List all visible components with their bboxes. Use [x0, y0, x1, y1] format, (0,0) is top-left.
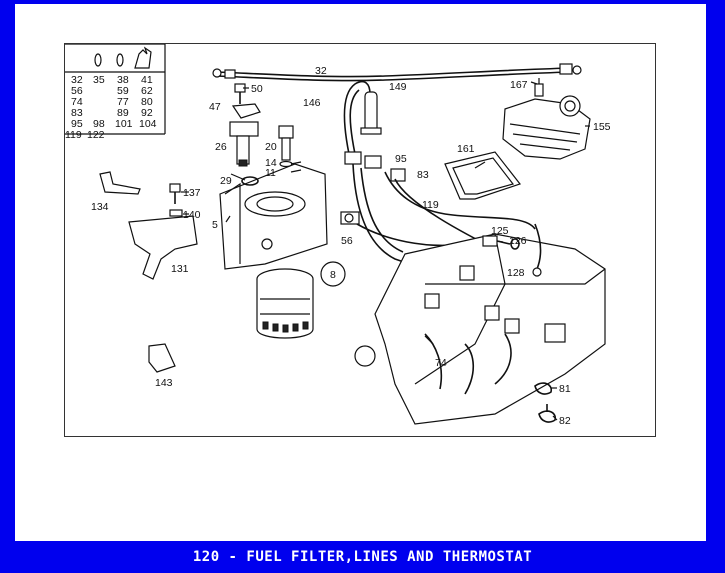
bracket-131: [128, 215, 198, 280]
legend-table: 32 35 38 41 56 59 62 74 77 80 83 89 92 9…: [65, 43, 166, 141]
washer-126: [510, 238, 520, 250]
bolt-137: [169, 183, 181, 193]
callout-label: 131: [171, 263, 189, 275]
callout-label: 47: [209, 101, 221, 113]
fuel-filter-8: [256, 268, 314, 339]
top-border: [0, 0, 725, 4]
legend-cell: 62: [141, 85, 153, 97]
hose-146: [343, 80, 382, 155]
legend-cell: 92: [141, 107, 153, 119]
legend-cell: 95: [71, 118, 83, 130]
callout-label: 14: [265, 157, 277, 169]
callout-label: 125: [491, 225, 509, 237]
valve-26: [229, 121, 259, 167]
callout-label: 11: [265, 167, 276, 179]
fitting-20: [278, 125, 294, 161]
leader-lines: [181, 81, 590, 421]
callout-label: 119: [422, 199, 439, 211]
clamp-47: [231, 103, 261, 119]
callout-label: 82: [559, 415, 571, 427]
legend-cell: 56: [71, 85, 83, 97]
clamp-81: [534, 382, 553, 395]
line-128: [534, 223, 542, 270]
legend-cell: 74: [71, 96, 83, 108]
parts-diagram: 32 35 38 41 56 59 62 74 77 80 83 89 92 9…: [65, 43, 611, 427]
callout-label: 32: [315, 65, 327, 77]
callout-label: 128: [507, 267, 525, 279]
bracket-143: [148, 343, 176, 373]
callout-label: 74: [435, 357, 447, 369]
diagram-frame: 32 35 38 41 56 59 62 74 77 80 83 89 92 9…: [64, 43, 656, 437]
callout-circle-8: [320, 261, 346, 287]
legend-cell: 89: [117, 107, 129, 119]
legend-cell: 41: [141, 74, 153, 86]
clip-icon: [134, 46, 152, 69]
callout-label: 56: [341, 235, 353, 247]
legend-cell: 83: [71, 107, 83, 119]
fitting-56: [340, 211, 360, 225]
filter-bracket-5: [219, 163, 328, 270]
bolt-50: [234, 83, 246, 104]
legend-cell: 122: [87, 129, 105, 141]
legend-cell: 32: [71, 74, 83, 86]
legend-cell: 59: [117, 85, 129, 97]
callout-label: 20: [265, 141, 277, 153]
callout-label: 126: [509, 235, 527, 247]
callout-label: 83: [417, 169, 429, 181]
callout-label: 155: [593, 121, 611, 133]
callout-label: 143: [155, 377, 173, 389]
callout-label: 149: [389, 81, 407, 93]
fuel-line-32: [212, 63, 582, 82]
fitting-95: [344, 151, 406, 182]
legend-cell: 38: [117, 74, 129, 86]
callout-label: 167: [510, 79, 528, 91]
callout-label: 8: [330, 269, 336, 281]
injection-pump: [354, 233, 606, 425]
diagram-caption: 120 - FUEL FILTER,LINES AND THERMOSTAT: [192, 549, 533, 565]
callout-label: 29: [220, 175, 232, 187]
legend-cell: 119: [65, 129, 82, 141]
o-ring-icon: [94, 53, 102, 67]
legend-cell: 98: [93, 118, 105, 130]
o-ring-29: [241, 176, 259, 186]
callout-label: 146: [303, 97, 321, 109]
legend-cell: 104: [139, 118, 157, 130]
callout-label: 134: [91, 201, 109, 213]
legend-cell: 80: [141, 96, 153, 108]
legend-cell: 77: [117, 96, 129, 108]
bracket-134: [99, 171, 141, 195]
callout-label: 95: [395, 153, 407, 165]
clamp-82: [538, 410, 557, 423]
callout-label: 5: [212, 219, 218, 231]
callout-label: 81: [559, 383, 571, 395]
callout-label: 137: [183, 187, 201, 199]
legend-cell: 35: [93, 74, 105, 86]
callout-label: 50: [251, 83, 263, 95]
diagram-panel: 32 35 38 41 56 59 62 74 77 80 83 89 92 9…: [15, 4, 706, 541]
nut-140: [169, 209, 183, 217]
legend-cell: 101: [115, 118, 133, 130]
callout-label: 26: [215, 141, 227, 153]
callout-label: 140: [183, 209, 201, 221]
thermostat-housing-155: [502, 78, 591, 160]
callout-label: 161: [457, 143, 475, 155]
caption-bar: 120 - FUEL FILTER,LINES AND THERMOSTAT: [0, 541, 725, 573]
o-ring-icon: [116, 53, 124, 67]
